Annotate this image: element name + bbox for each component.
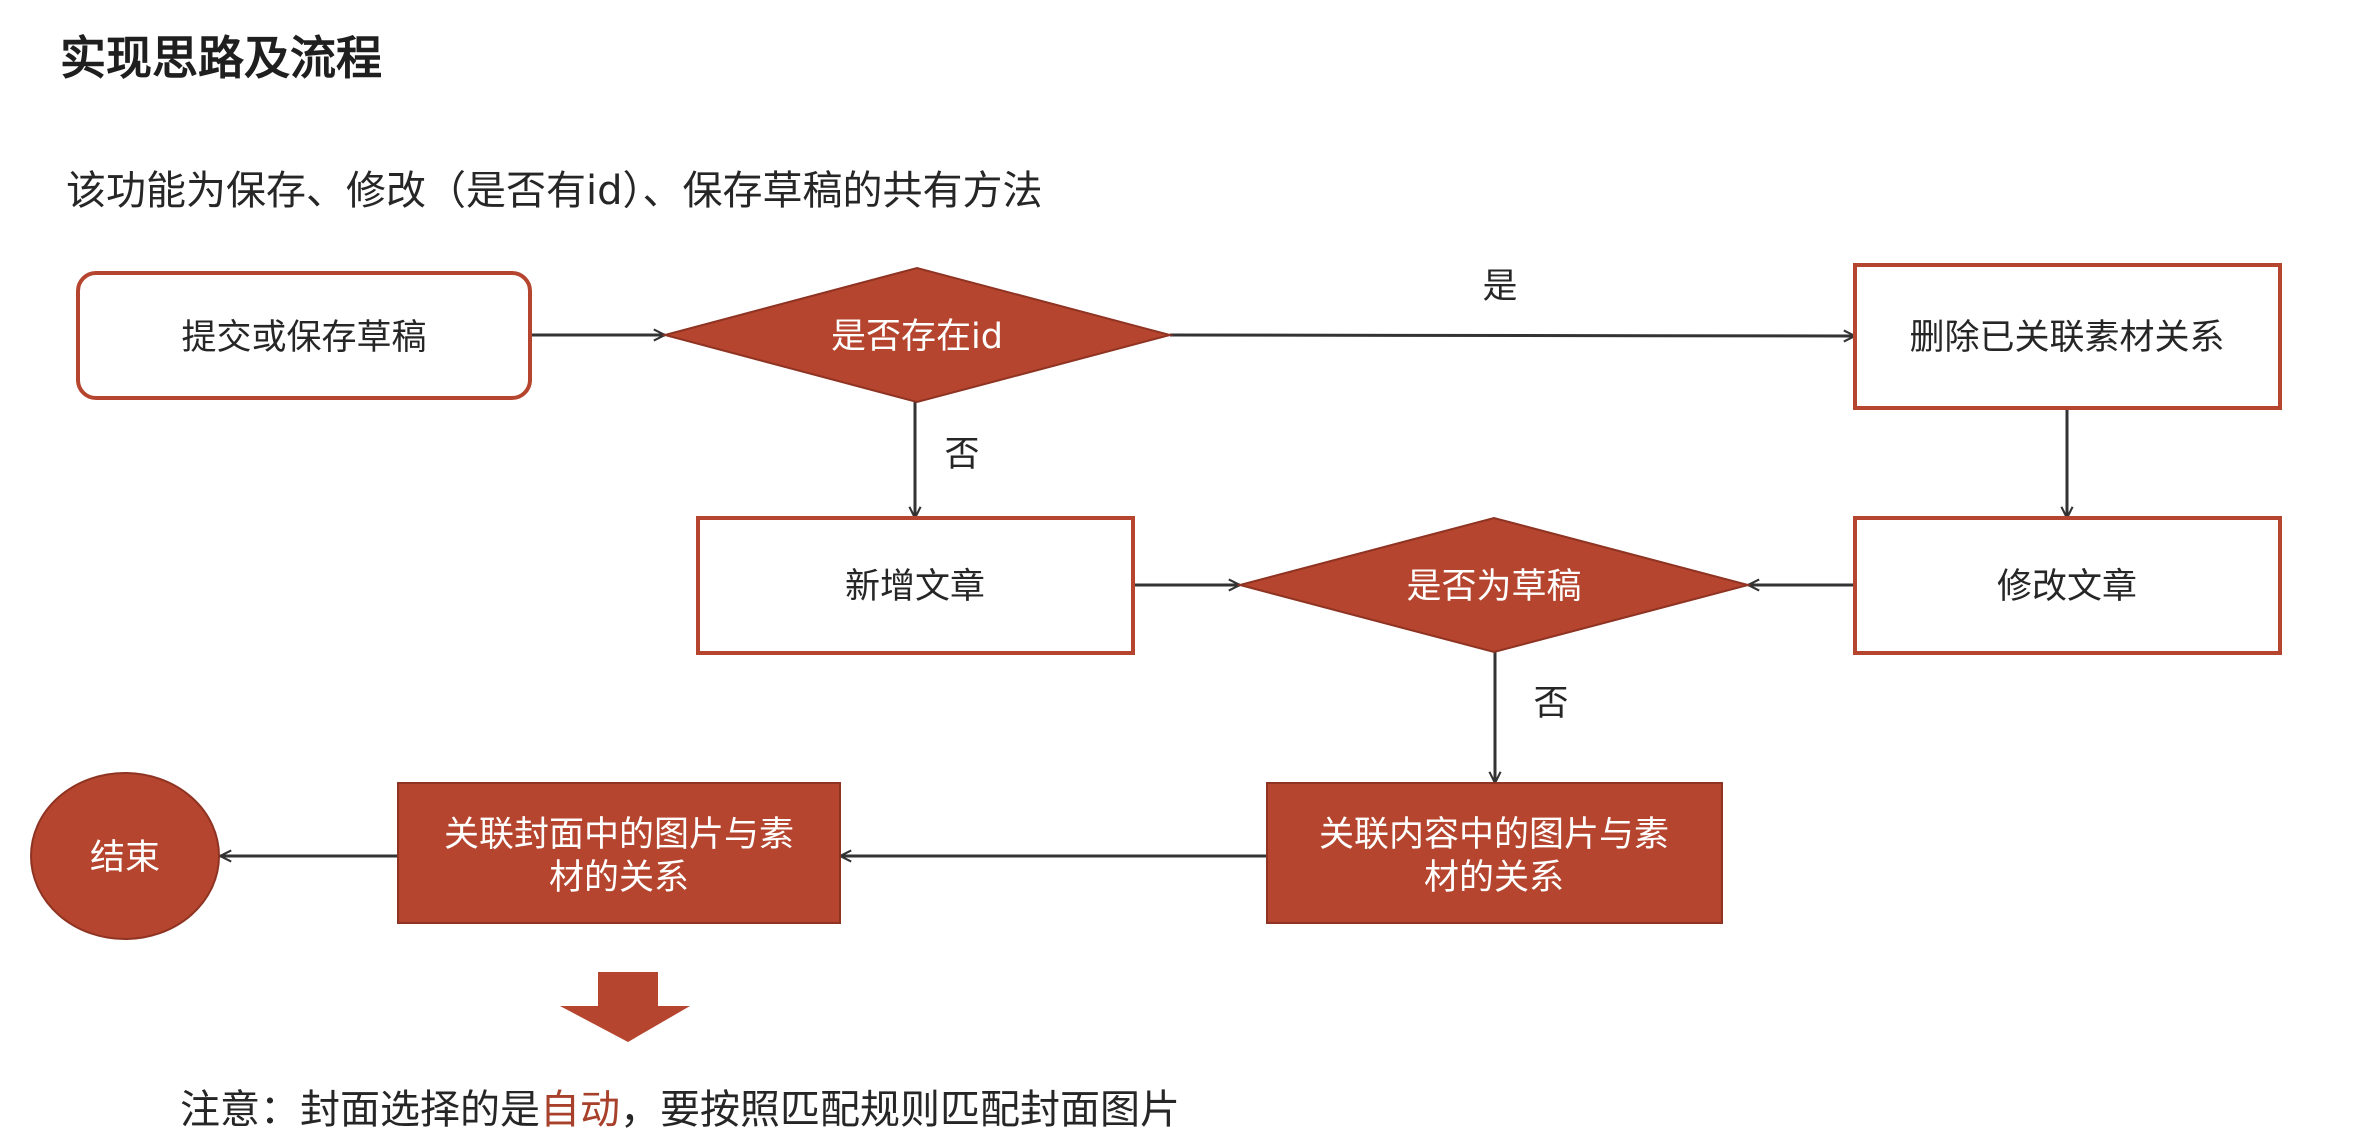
note-text: 注意：封面选择的是自动，要按照匹配规则匹配封面图片 (180, 1077, 1180, 1135)
page-subtitle: 该功能为保存、修改（是否有id）、保存草稿的共有方法 (66, 168, 1043, 214)
note-suffix: ，要按照匹配规则匹配封面图片 (620, 1087, 1180, 1133)
node-content-relation-line1: 关联内容中的图片与素 (1319, 815, 1669, 855)
page-title: 实现思路及流程 (60, 31, 382, 85)
node-delete-relations (1853, 263, 2282, 410)
edge-label-no-is-draft: 否 (1533, 684, 1568, 724)
node-end-label: 结束 (90, 838, 160, 878)
edge-has-id-yes-to-delete (1169, 335, 1855, 336)
node-cover-relation (397, 782, 841, 924)
down-arrow-icon (560, 972, 690, 1042)
node-is-draft-decision (1236, 516, 1752, 654)
node-new-article-label: 新增文章 (845, 567, 985, 607)
node-has-id-decision (661, 266, 1174, 404)
node-delete-relations-label: 删除已关联素材关系 (1909, 318, 2224, 358)
node-modify-article (1853, 516, 2282, 655)
node-cover-relation-line1: 关联封面中的图片与素 (444, 815, 794, 855)
node-submit (76, 271, 532, 400)
node-modify-article-label: 修改文章 (1997, 567, 2137, 607)
node-is-draft-label: 是否为草稿 (1406, 567, 1581, 607)
edge-label-yes: 是 (1482, 267, 1517, 307)
edge-label-no-has-id: 否 (944, 435, 979, 475)
node-content-relation-line2: 材的关系 (1424, 858, 1564, 898)
note-highlight: 自动 (540, 1087, 620, 1133)
node-cover-relation-line2: 材的关系 (549, 858, 689, 898)
node-new-article (696, 516, 1135, 655)
node-submit-label: 提交或保存草稿 (181, 318, 426, 358)
node-end (30, 772, 220, 940)
node-has-id-label: 是否存在id (831, 317, 1003, 357)
node-content-relation (1266, 782, 1723, 924)
note-prefix: 注意：封面选择的是 (180, 1087, 540, 1133)
